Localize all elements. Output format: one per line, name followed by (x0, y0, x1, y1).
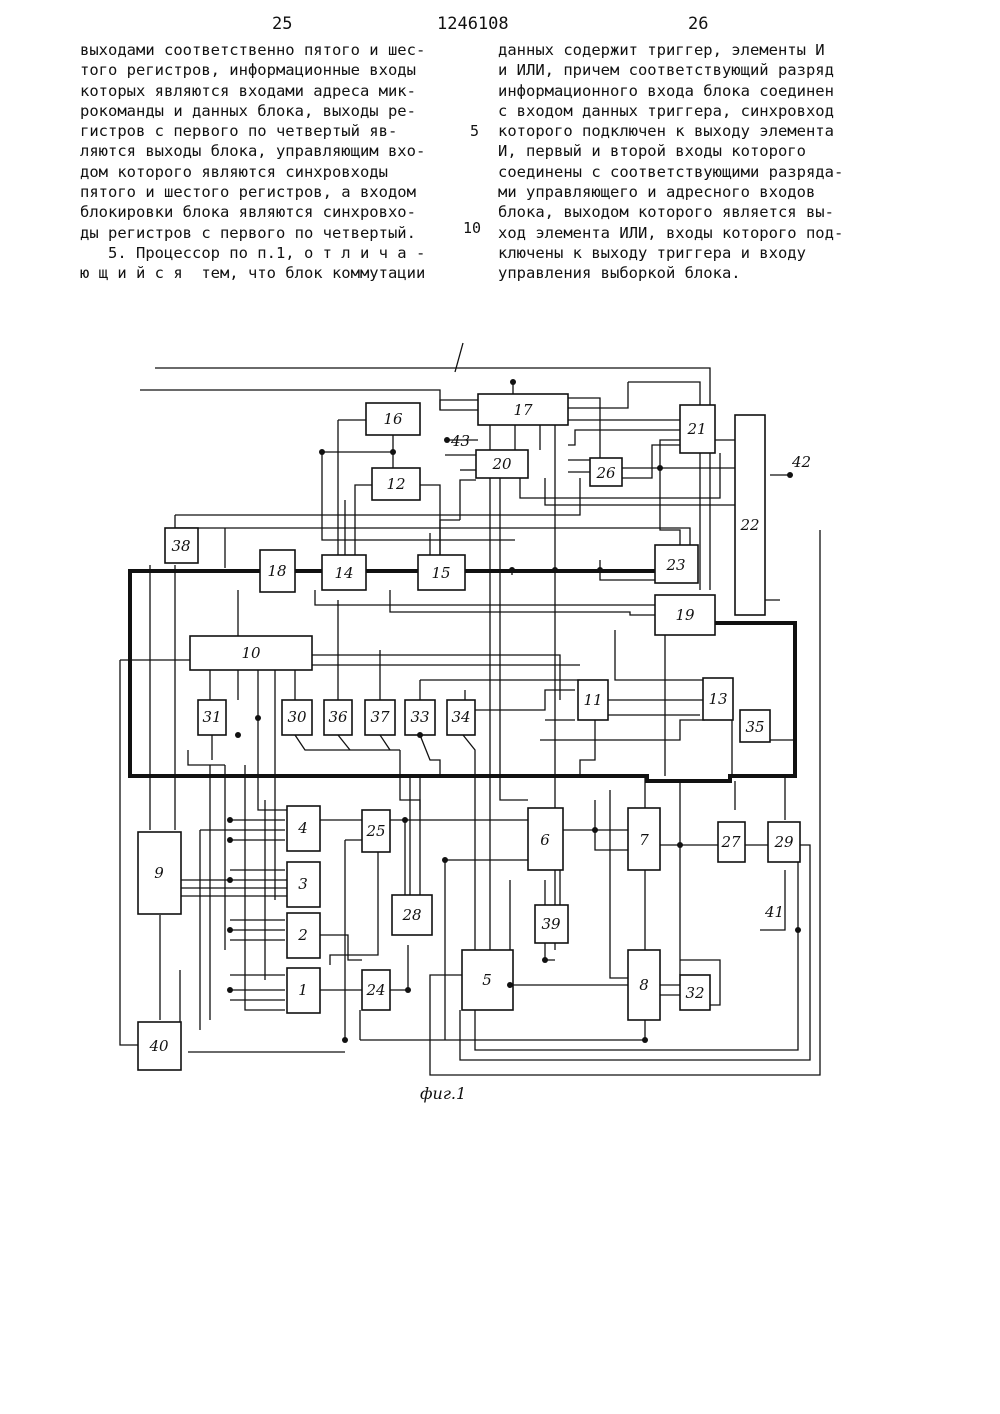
label-11: 11 (583, 691, 602, 709)
label-14: 14 (334, 564, 353, 582)
block-22 (735, 415, 765, 615)
label-39: 39 (541, 915, 561, 933)
label-24: 24 (365, 981, 385, 999)
label-32: 32 (685, 984, 704, 1002)
label-9: 9 (154, 864, 164, 882)
label-20: 20 (491, 455, 512, 473)
label-16: 16 (383, 410, 403, 428)
label-35: 35 (745, 718, 764, 736)
label-15: 15 (431, 564, 450, 582)
label-34: 34 (451, 708, 470, 726)
label-19: 19 (675, 606, 695, 624)
label-2: 2 (297, 926, 308, 944)
label-28: 28 (401, 906, 421, 924)
label-31: 31 (202, 708, 221, 726)
label-26: 26 (595, 464, 616, 482)
label-5: 5 (482, 971, 492, 989)
label-3: 3 (298, 875, 308, 893)
label-1: 1 (298, 981, 308, 999)
label-40: 40 (148, 1037, 169, 1055)
label-33: 33 (410, 708, 429, 726)
label-27: 27 (720, 833, 741, 851)
functional-blocks (138, 394, 800, 1070)
figure-caption: фиг.1 (420, 1084, 466, 1103)
terminal-43: 43 (450, 432, 470, 450)
label-6: 6 (540, 831, 550, 849)
label-38: 38 (171, 537, 190, 555)
label-18: 18 (267, 562, 286, 580)
label-30: 30 (287, 708, 307, 726)
terminal-42: 42 (791, 453, 811, 471)
terminal-41: 41 (764, 903, 784, 921)
label-23: 23 (665, 556, 685, 574)
label-36: 36 (328, 708, 348, 726)
label-12: 12 (386, 475, 405, 493)
label-29: 29 (773, 833, 794, 851)
label-4: 4 (297, 819, 308, 837)
label-10: 10 (241, 644, 261, 662)
label-13: 13 (708, 690, 727, 708)
label-17: 17 (513, 401, 533, 419)
label-21: 21 (686, 420, 706, 438)
label-25: 25 (365, 822, 385, 840)
label-7: 7 (639, 831, 649, 849)
label-8: 8 (639, 976, 649, 994)
label-37: 37 (370, 708, 390, 726)
label-22: 22 (739, 516, 759, 534)
